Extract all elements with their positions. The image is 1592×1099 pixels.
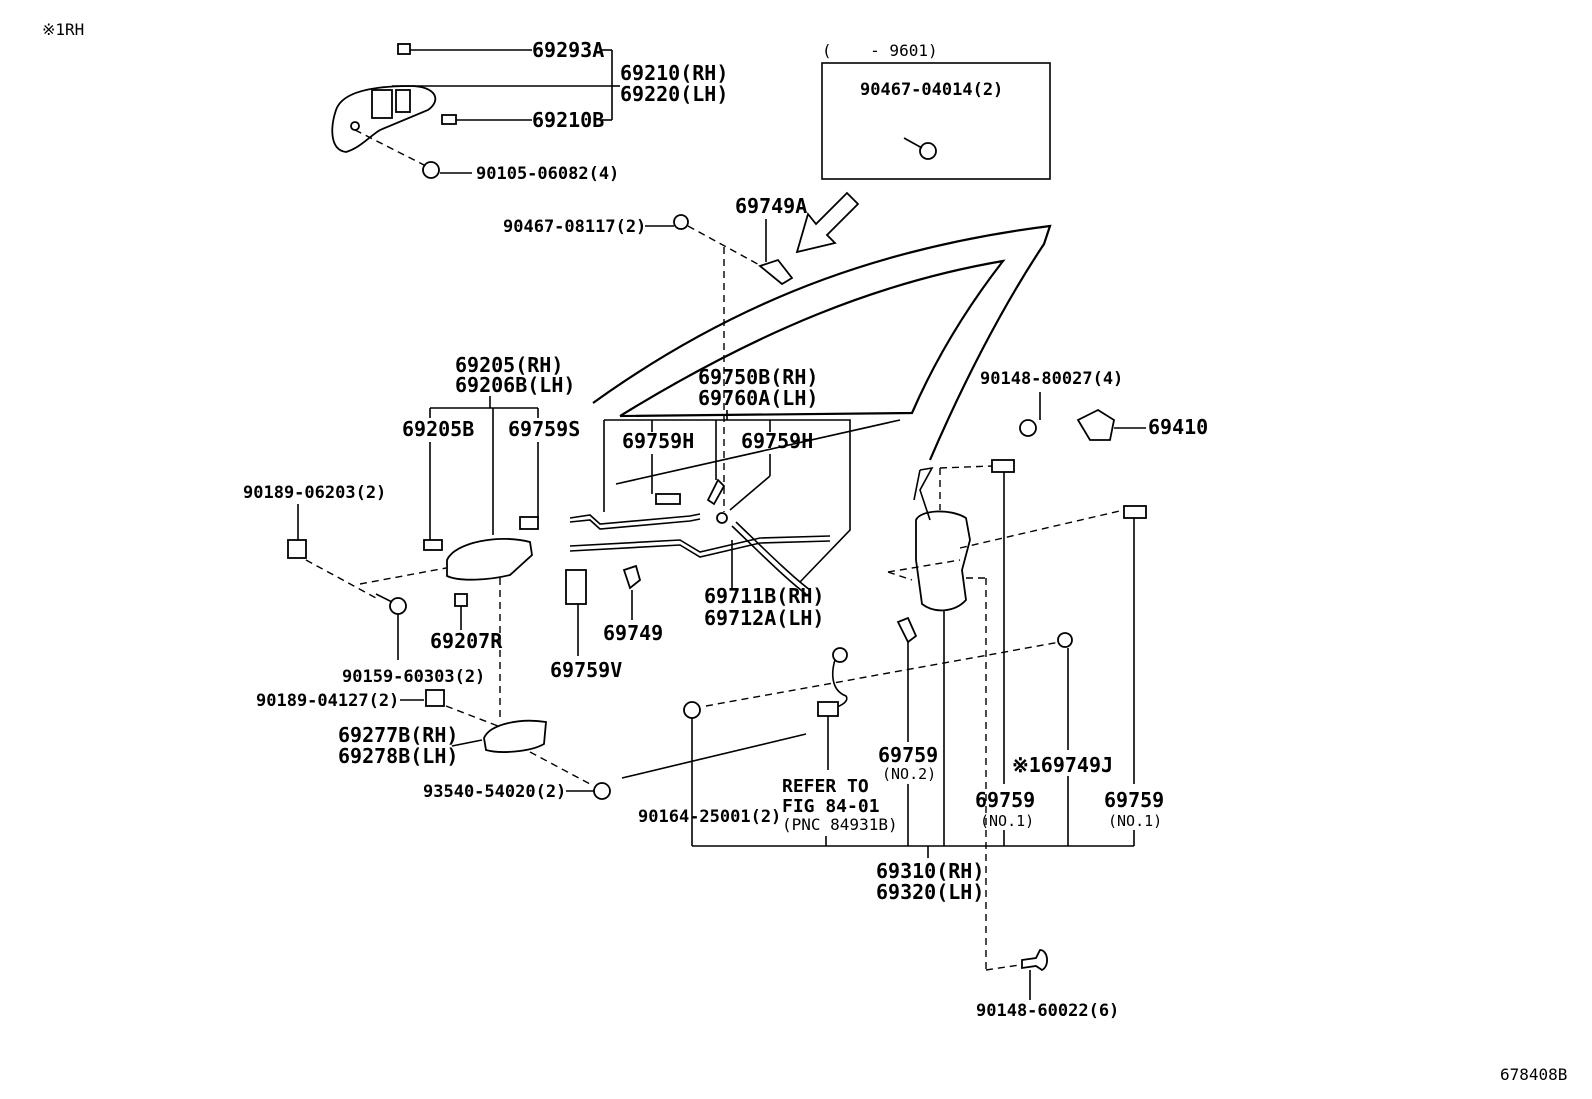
bolt-90467-04014 [919,142,937,160]
inside-handle-group: 69205(RH) 69206B(LH) 69205B 69759S 69207… [402,353,580,720]
label-69759H-a: 69759H [622,429,694,453]
bolt-69210B [441,114,457,125]
corner-note: ※1RH [42,20,84,39]
label-69207R: 69207R [430,629,503,653]
label-90164: 90164-25001(2) [638,807,781,827]
screw-90159 [389,597,407,615]
rod-lower [569,535,831,553]
label-90467-04014: 90467-04014(2) [860,80,1003,100]
screw-93540 [593,782,611,800]
label-69749: 69749 [603,621,663,645]
clip-69749J [1057,632,1073,648]
clip-69749A-group: 90467-08117(2) 69749A [503,194,807,512]
lock-assembly: 90148-80027(4) 69410 REFER TO FIG 84-01 … [638,369,1208,1021]
clip-69293A [397,43,411,55]
label-69759-no2: 69759 [878,743,938,767]
rod-group: 69750B(RH) 69760A(LH) 69759H 69759H 6971… [550,365,901,682]
label-90148-80027: 90148-80027(4) [980,369,1123,389]
pin-69205B [423,539,443,551]
refer-line-1: REFER TO [782,776,869,797]
clip-69759S [519,516,539,530]
label-69205-rh: 69205(RH) [455,353,563,377]
label-90189-04127: 90189-04127(2) [256,691,399,711]
nut-90467-08117 [673,214,689,230]
label-69210-rh: 69210(RH) [620,61,728,85]
label-no1-b: (NO.1) [1108,812,1162,830]
label-90148-60022: 90148-60022(6) [976,1001,1119,1021]
label-69712A-lh: 69712A(LH) [704,606,824,630]
clip-69759H-b [706,478,726,506]
clip-69759-no1-a [991,459,1015,473]
label-69749A: 69749A [735,194,807,218]
label-93540: 93540-54020(2) [423,782,566,802]
clip-90189-04127 [425,689,445,707]
label-69759V: 69759V [550,658,622,682]
clip-69749 [622,564,642,590]
label-69759H-b: 69759H [741,429,813,453]
pad-69759V [565,569,587,605]
label-69410: 69410 [1148,415,1208,439]
label-no2: (NO.2) [882,765,936,783]
label-90159: 90159-60303(2) [342,667,485,687]
outside-handle-group: 69293A 69210(RH) 69220(LH) 69210B 90105-… [331,38,728,184]
bezel-69277B [483,719,547,753]
rod-upper [569,513,701,525]
screw-90148-80027 [1019,419,1037,437]
label-69278B-lh: 69278B(LH) [338,744,458,768]
striker-69410 [1076,408,1116,441]
clip-69749A [758,258,794,286]
inset-range-label: ( - 9601) [822,41,938,60]
label-no1-a: (NO.1) [980,812,1034,830]
clip-90189-06203 [287,539,307,559]
label-90105: 90105-06082(4) [476,164,619,184]
label-90467-08117: 90467-08117(2) [503,217,646,237]
label-69205B: 69205B [402,417,474,441]
label-69293A: 69293A [532,38,604,62]
refer-line-2: FIG 84-01 [782,796,880,817]
inside-handle-part [446,538,533,581]
label-90189-06203: 90189-06203(2) [243,483,386,503]
label-69759-no1-b: 69759 [1104,788,1164,812]
window-glass [592,224,1052,461]
label-69206B-lh: 69206B(LH) [455,373,575,397]
label-69759-no1-a: 69759 [975,788,1035,812]
screw-90105 [422,161,440,179]
screw-90164 [683,701,701,719]
label-69220-lh: 69220(LH) [620,82,728,106]
inset-box: ( - 9601) 90467-04014(2) [795,41,1051,254]
figure-code: 678408B [1500,1065,1567,1084]
label-69759S: 69759S [508,417,580,441]
refer-line-3: (PNC 84931B) [782,815,898,834]
arrow-icon [795,191,860,254]
lock-body [915,510,971,612]
screw-90148-60022 [1021,949,1048,972]
label-69749J: ※169749J [1012,753,1113,777]
label-69320-lh: 69320(LH) [876,880,984,904]
clip-69759-no2 [896,616,918,644]
clip-69759-no1-b [1123,505,1147,519]
label-69750B-rh: 69750B(RH) [698,365,818,389]
clip-69759H-a [655,493,681,505]
pad-69207R [454,593,468,607]
left-fasteners: 90189-06203(2) 90159-60303(2) 90189-0412… [243,483,807,802]
label-69210B: 69210B [532,108,604,132]
label-69760A-lh: 69760A(LH) [698,386,818,410]
clip-rod-end [716,512,728,524]
label-69277B-rh: 69277B(RH) [338,723,458,747]
label-69310-rh: 69310(RH) [876,859,984,883]
rod-connector [735,521,811,591]
label-69711B-rh: 69711B(RH) [704,584,824,608]
connector [817,701,839,717]
